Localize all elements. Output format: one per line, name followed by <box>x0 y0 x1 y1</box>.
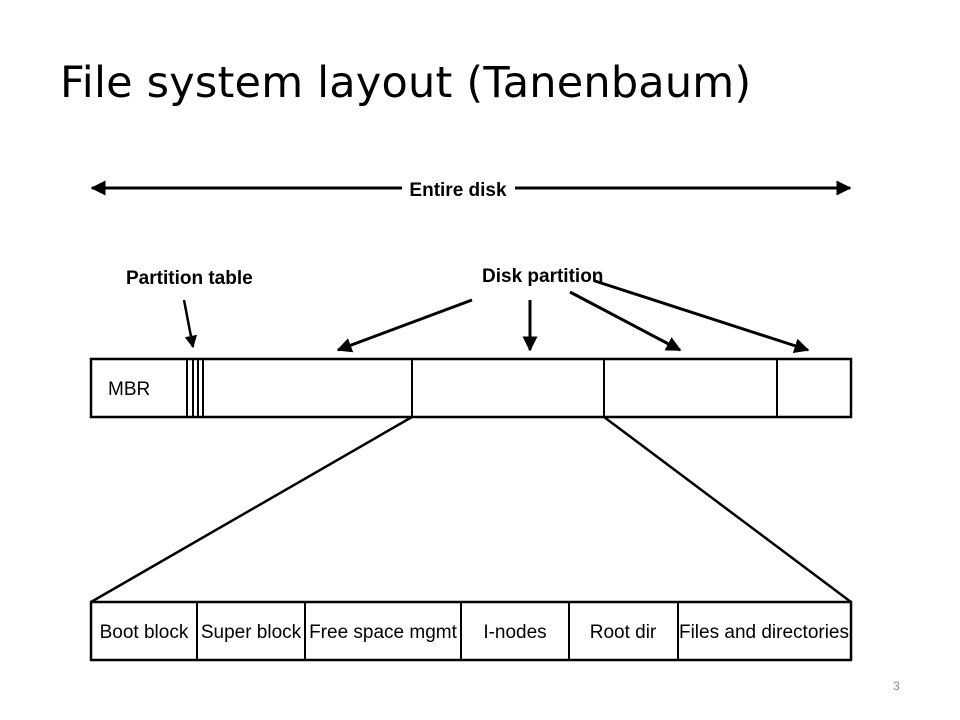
disk-bar: MBR <box>89 357 853 419</box>
cell-boot-block: Boot block <box>100 622 189 643</box>
partition-contents-outline <box>89 600 853 662</box>
cell-i-nodes: I-nodes <box>483 622 546 643</box>
page-number: 3 <box>893 679 900 693</box>
cell-files-and-directories: Files and directories <box>679 622 849 643</box>
partition-table-arrow <box>182 299 198 349</box>
disk-bar-outline <box>89 357 853 419</box>
expansion-line-right <box>603 415 852 604</box>
partition-table-callout: Partition table <box>126 268 253 349</box>
cell-free-space-mgmt: Free space mgmt <box>309 622 458 643</box>
cell-root-dir: Root dir <box>590 622 657 643</box>
partition-contents-bar: Boot block Super block Free space mgmt I… <box>89 600 853 662</box>
mbr-label: MBR <box>108 379 150 400</box>
entire-disk-label: Entire disk <box>409 180 507 201</box>
expansion-line-left <box>90 415 413 604</box>
disk-partition-arrow-3 <box>569 290 682 352</box>
partition-table-label: Partition table <box>126 268 253 289</box>
entire-disk-span: Entire disk <box>90 180 852 201</box>
disk-partition-arrow-4 <box>594 279 810 353</box>
disk-partition-label: Disk partition <box>482 266 603 287</box>
disk-partition-arrow-1 <box>336 298 473 353</box>
slide-title: File system layout (Tanenbaum) <box>60 58 752 108</box>
cell-super-block: Super block <box>201 622 302 643</box>
disk-partition-callout: Disk partition <box>336 266 810 353</box>
